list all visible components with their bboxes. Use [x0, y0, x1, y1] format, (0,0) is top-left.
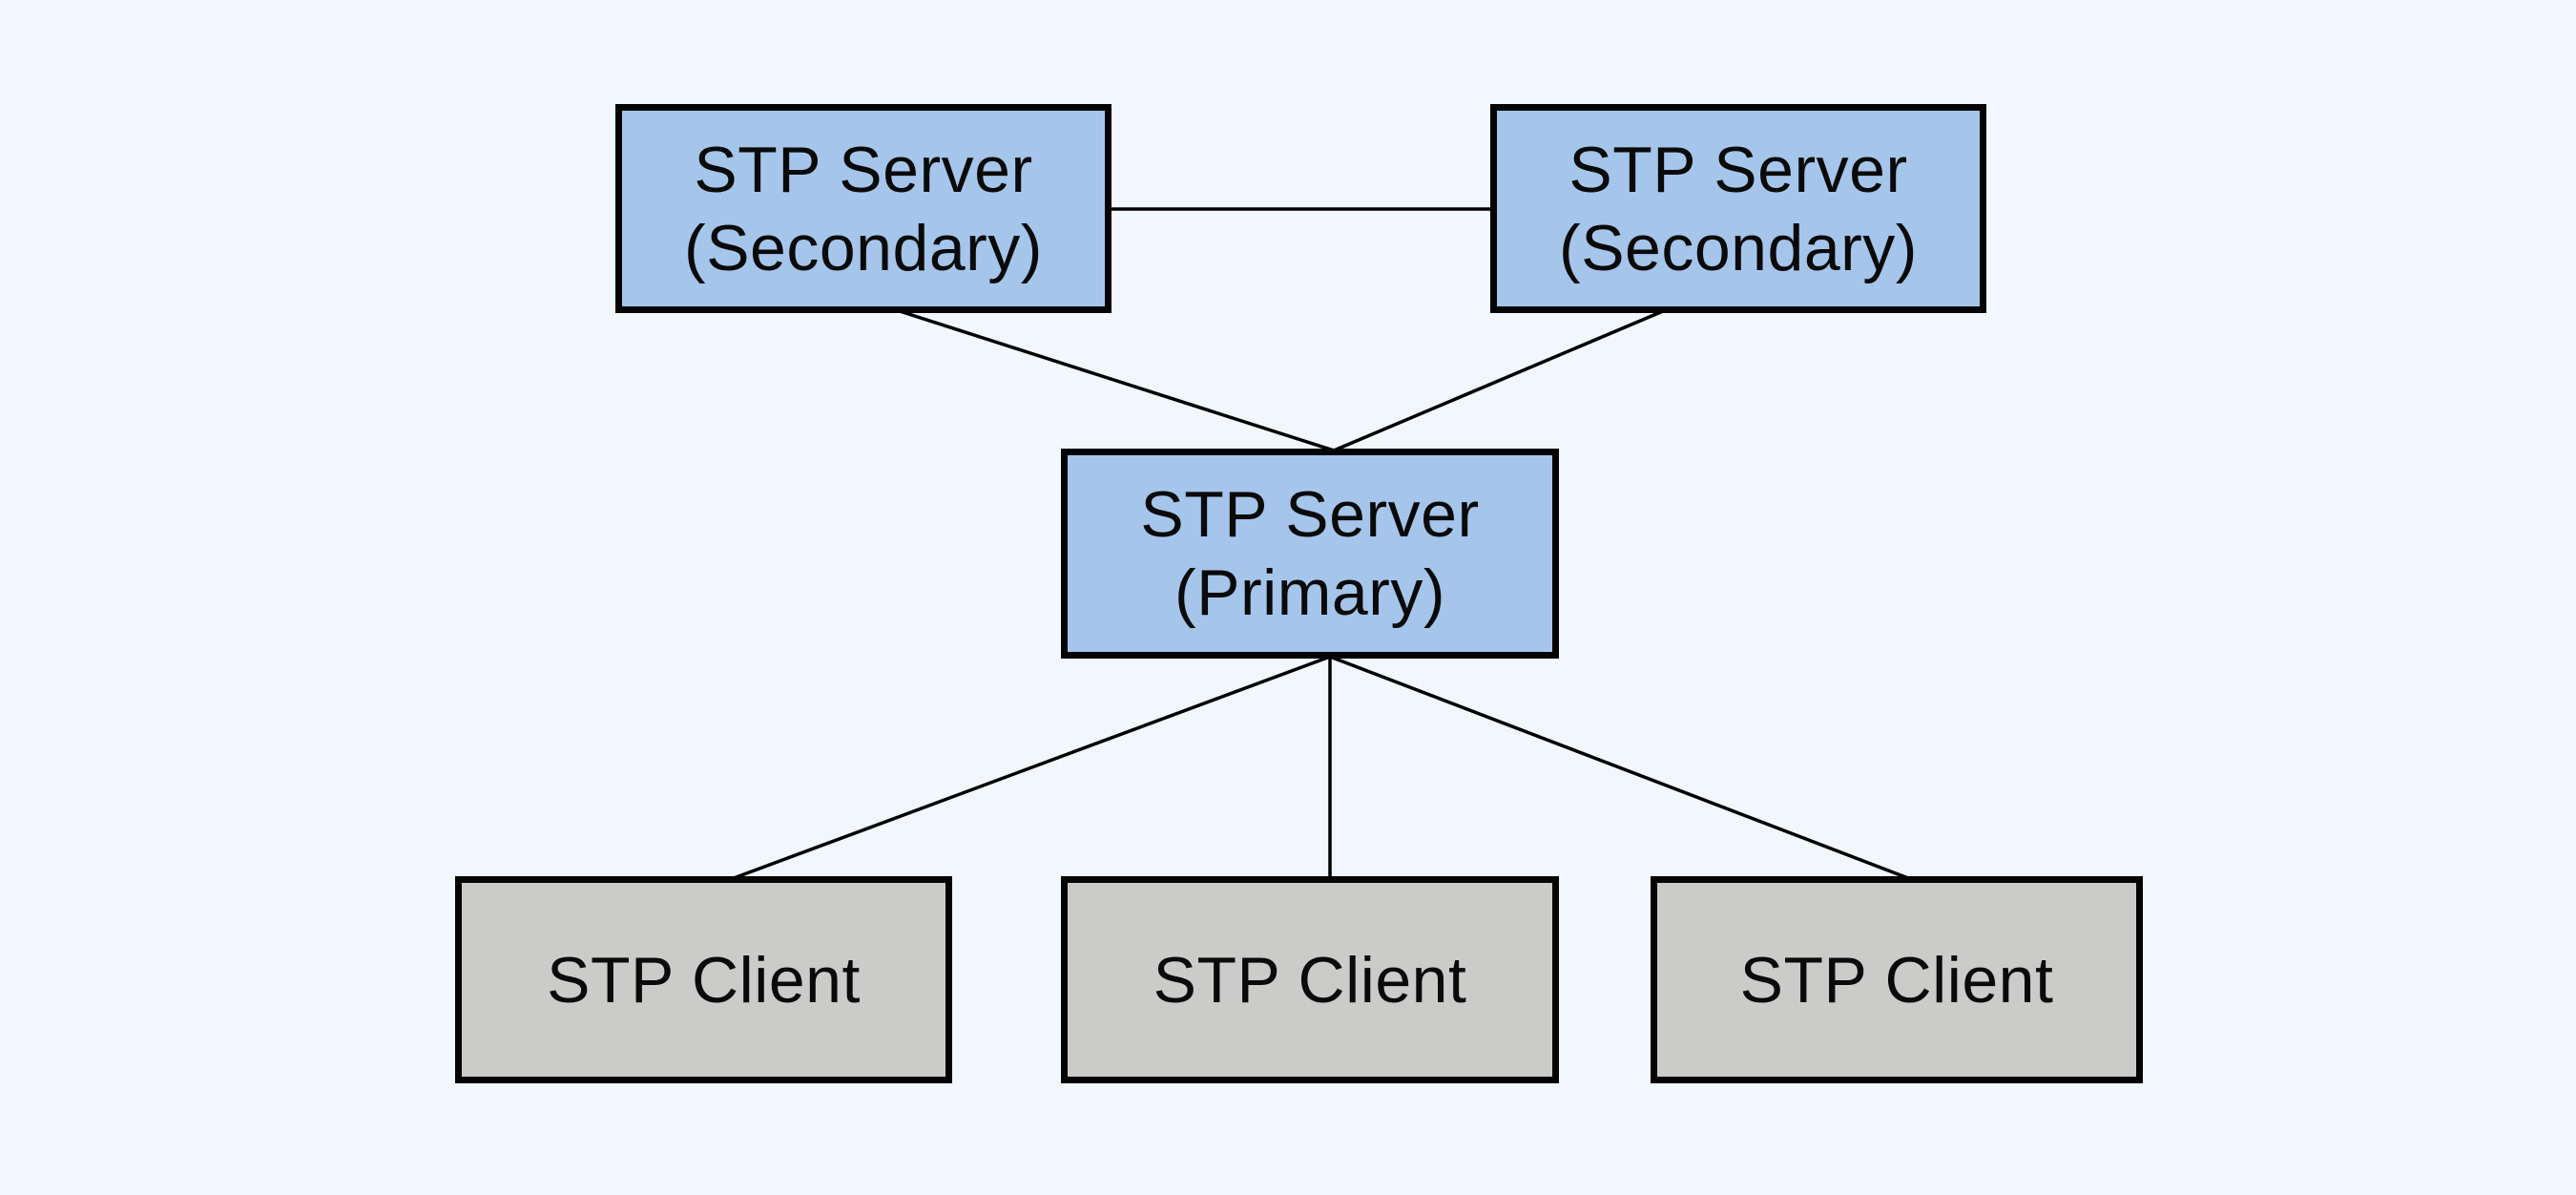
node-stp-server-secondary-right: STP Server (Secondary)	[1490, 104, 1986, 313]
edge-secondary-left-primary	[899, 309, 1335, 452]
node-label-line2: (Primary)	[1174, 556, 1445, 629]
edge-primary-client-left	[733, 655, 1331, 880]
node-stp-server-secondary-left: STP Server (Secondary)	[615, 104, 1111, 313]
edge-secondary-right-primary	[1333, 309, 1664, 452]
node-label: STP Client	[547, 943, 861, 1017]
node-label-line1: STP Server	[1140, 478, 1480, 551]
node-stp-client-right: STP Client	[1651, 876, 2143, 1083]
node-stp-client-left: STP Client	[455, 876, 952, 1083]
node-label-line2: (Secondary)	[684, 211, 1043, 284]
node-stp-client-middle: STP Client	[1061, 876, 1559, 1083]
node-label-line2: (Secondary)	[1559, 211, 1918, 284]
node-label-line1: STP Server	[1568, 133, 1908, 206]
edge-primary-client-right	[1329, 655, 1909, 880]
node-label: STP Client	[1739, 943, 2054, 1017]
node-stp-server-primary: STP Server (Primary)	[1061, 449, 1559, 659]
node-label-line1: STP Server	[694, 133, 1033, 206]
node-label: STP Client	[1153, 943, 1467, 1017]
